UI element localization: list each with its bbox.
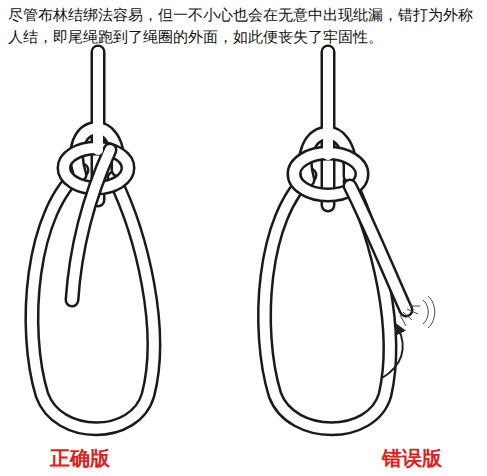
description-text: 尽管布林结绑法容易，但一不小心也会在无意中出现纰漏，错打为外称人结，即尾绳跑到了… xyxy=(8,4,480,48)
wrong-bowline xyxy=(265,52,435,429)
wrong-label: 错误版 xyxy=(382,446,442,470)
correct-bowline xyxy=(32,52,154,429)
correct-label: 正确版 xyxy=(50,446,110,470)
